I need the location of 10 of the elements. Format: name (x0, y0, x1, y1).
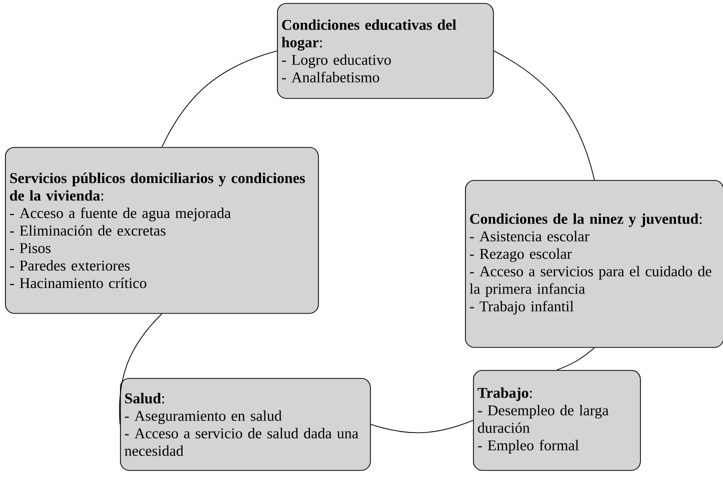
connecting-arc (162, 50, 278, 148)
indicator-box: Trabajo: - Desempleo de larga duración - Empleo formal (473, 370, 641, 471)
connecting-arc (556, 347, 595, 370)
indicator-box: Condiciones educativas del hogar: - Logro educativo - Analfabetismo (277, 3, 494, 99)
indicator-box: Servicios públicos domiciliarios y condiciones de la vivienda: - Acceso a fuente de agua mejorada - Eliminación de excretas - Pisos - Paredes exteriores - Hacinamiento crítico (5, 147, 319, 314)
connecting-arc (370, 420, 474, 434)
connecting-arc (493, 50, 595, 180)
connecting-arc (119, 313, 162, 425)
indicator-box: Salud: - Aseguramiento en salud - Acceso a servicio de salud dada una necesidad (120, 378, 371, 471)
indicator-box: Condiciones de la ninez y juventud: - Asistencia escolar - Rezago escolar - Acceso a servicios para el cuidado de la primera infancia - Trabajo infantil (465, 180, 723, 348)
